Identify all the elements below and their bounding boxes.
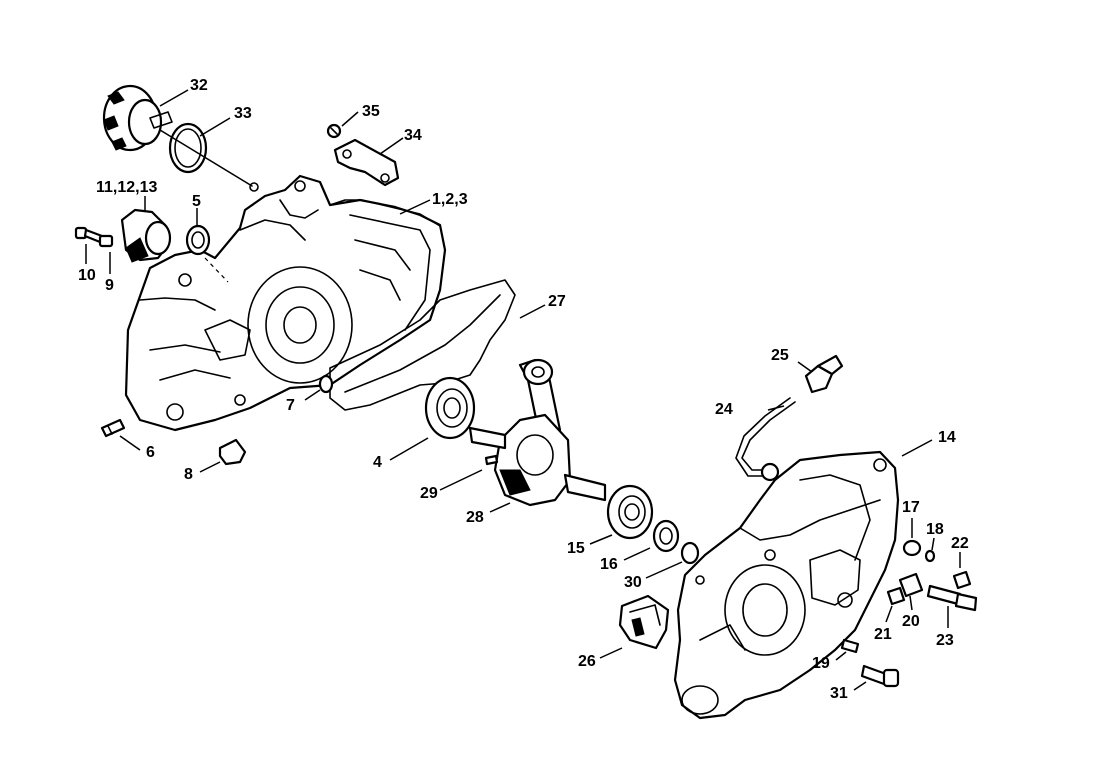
callout-5: 5 bbox=[192, 193, 201, 210]
stud-23 bbox=[926, 584, 978, 612]
plug-22 bbox=[952, 570, 972, 590]
seal bbox=[185, 224, 211, 256]
callout-14: 14 bbox=[938, 429, 956, 446]
pin-18 bbox=[924, 549, 936, 563]
callout-10: 10 bbox=[78, 267, 96, 284]
callout-31: 31 bbox=[830, 685, 848, 702]
callout-18: 18 bbox=[926, 521, 944, 538]
crankcase-left-half bbox=[124, 174, 447, 432]
callout-33: 33 bbox=[234, 105, 252, 122]
leader-lines bbox=[85, 89, 961, 691]
callout-15: 15 bbox=[567, 540, 585, 557]
callout-20: 20 bbox=[902, 613, 920, 630]
callout-1-2-3: 1,2,3 bbox=[432, 191, 468, 208]
seal-16 bbox=[652, 519, 680, 553]
screw-35 bbox=[326, 123, 342, 139]
callout-7: 7 bbox=[286, 397, 295, 414]
callout-8: 8 bbox=[184, 466, 193, 483]
screw-19 bbox=[840, 638, 860, 654]
callout-28: 28 bbox=[466, 509, 484, 526]
bearing-4 bbox=[424, 376, 476, 440]
crankcase-right-half bbox=[673, 450, 900, 720]
bearing-15 bbox=[606, 484, 654, 540]
circlip-30 bbox=[680, 541, 700, 565]
callout-17: 17 bbox=[902, 499, 920, 516]
o-ring bbox=[168, 122, 208, 174]
callout-35: 35 bbox=[362, 103, 380, 120]
sleeve-9 bbox=[98, 234, 114, 248]
fitting-25 bbox=[804, 354, 844, 394]
callout-29: 29 bbox=[420, 485, 438, 502]
screw-6 bbox=[100, 418, 126, 438]
callout-25: 25 bbox=[771, 347, 789, 364]
screw-10 bbox=[74, 226, 104, 244]
callout-34: 34 bbox=[404, 127, 422, 144]
callout-26: 26 bbox=[578, 653, 596, 670]
gasket bbox=[329, 279, 516, 411]
callout-9: 9 bbox=[105, 277, 114, 294]
spring-21 bbox=[886, 586, 906, 606]
plug-17 bbox=[902, 539, 922, 557]
callout-30: 30 bbox=[624, 574, 642, 591]
screw-31 bbox=[860, 664, 900, 688]
callout-4: 4 bbox=[373, 454, 382, 471]
crankshaft bbox=[468, 358, 607, 507]
callout-27: 27 bbox=[548, 293, 566, 310]
callout-24: 24 bbox=[715, 401, 733, 418]
callout-11-12-13: 11,12,13 bbox=[96, 179, 158, 196]
oil-line bbox=[735, 397, 796, 482]
part-26 bbox=[618, 594, 670, 650]
callout-32: 32 bbox=[190, 77, 208, 94]
callout-22: 22 bbox=[951, 535, 969, 552]
spring-20 bbox=[898, 572, 924, 598]
callout-19: 19 bbox=[812, 655, 830, 672]
dowel-7 bbox=[318, 374, 334, 394]
key-29 bbox=[484, 454, 499, 466]
callout-16: 16 bbox=[600, 556, 618, 573]
bracket bbox=[333, 138, 400, 187]
sprocket-drum bbox=[102, 84, 173, 152]
callout-6: 6 bbox=[146, 444, 155, 461]
cover bbox=[120, 208, 229, 283]
callout-23: 23 bbox=[936, 632, 954, 649]
plug-8 bbox=[218, 438, 247, 466]
callout-21: 21 bbox=[874, 626, 892, 643]
